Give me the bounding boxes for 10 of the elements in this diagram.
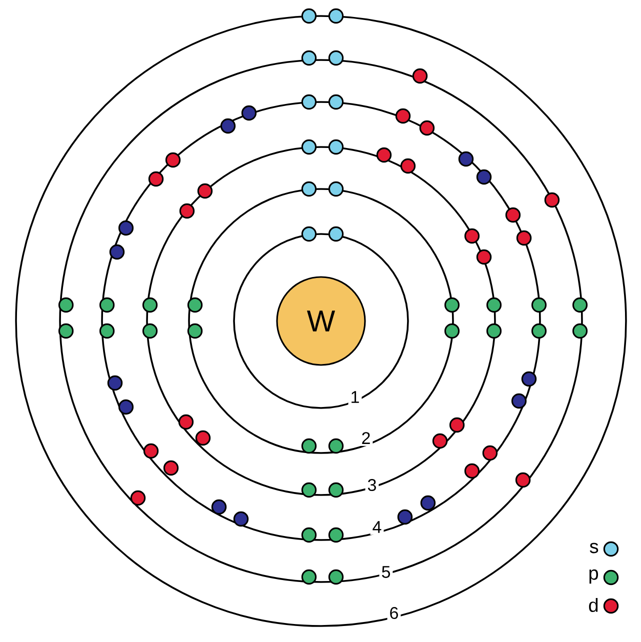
shell-number: 3 (365, 476, 379, 494)
shell-number: 5 (379, 564, 393, 580)
legend-label: p (589, 569, 598, 584)
nucleus: W (276, 276, 366, 366)
legend-label: s (590, 542, 598, 554)
shell-number: 4 (370, 519, 384, 535)
shell-number: 1 (348, 389, 362, 405)
shell-number: 6 (387, 604, 401, 622)
legend-label: d (589, 598, 598, 612)
shell-number: 2 (359, 430, 373, 446)
